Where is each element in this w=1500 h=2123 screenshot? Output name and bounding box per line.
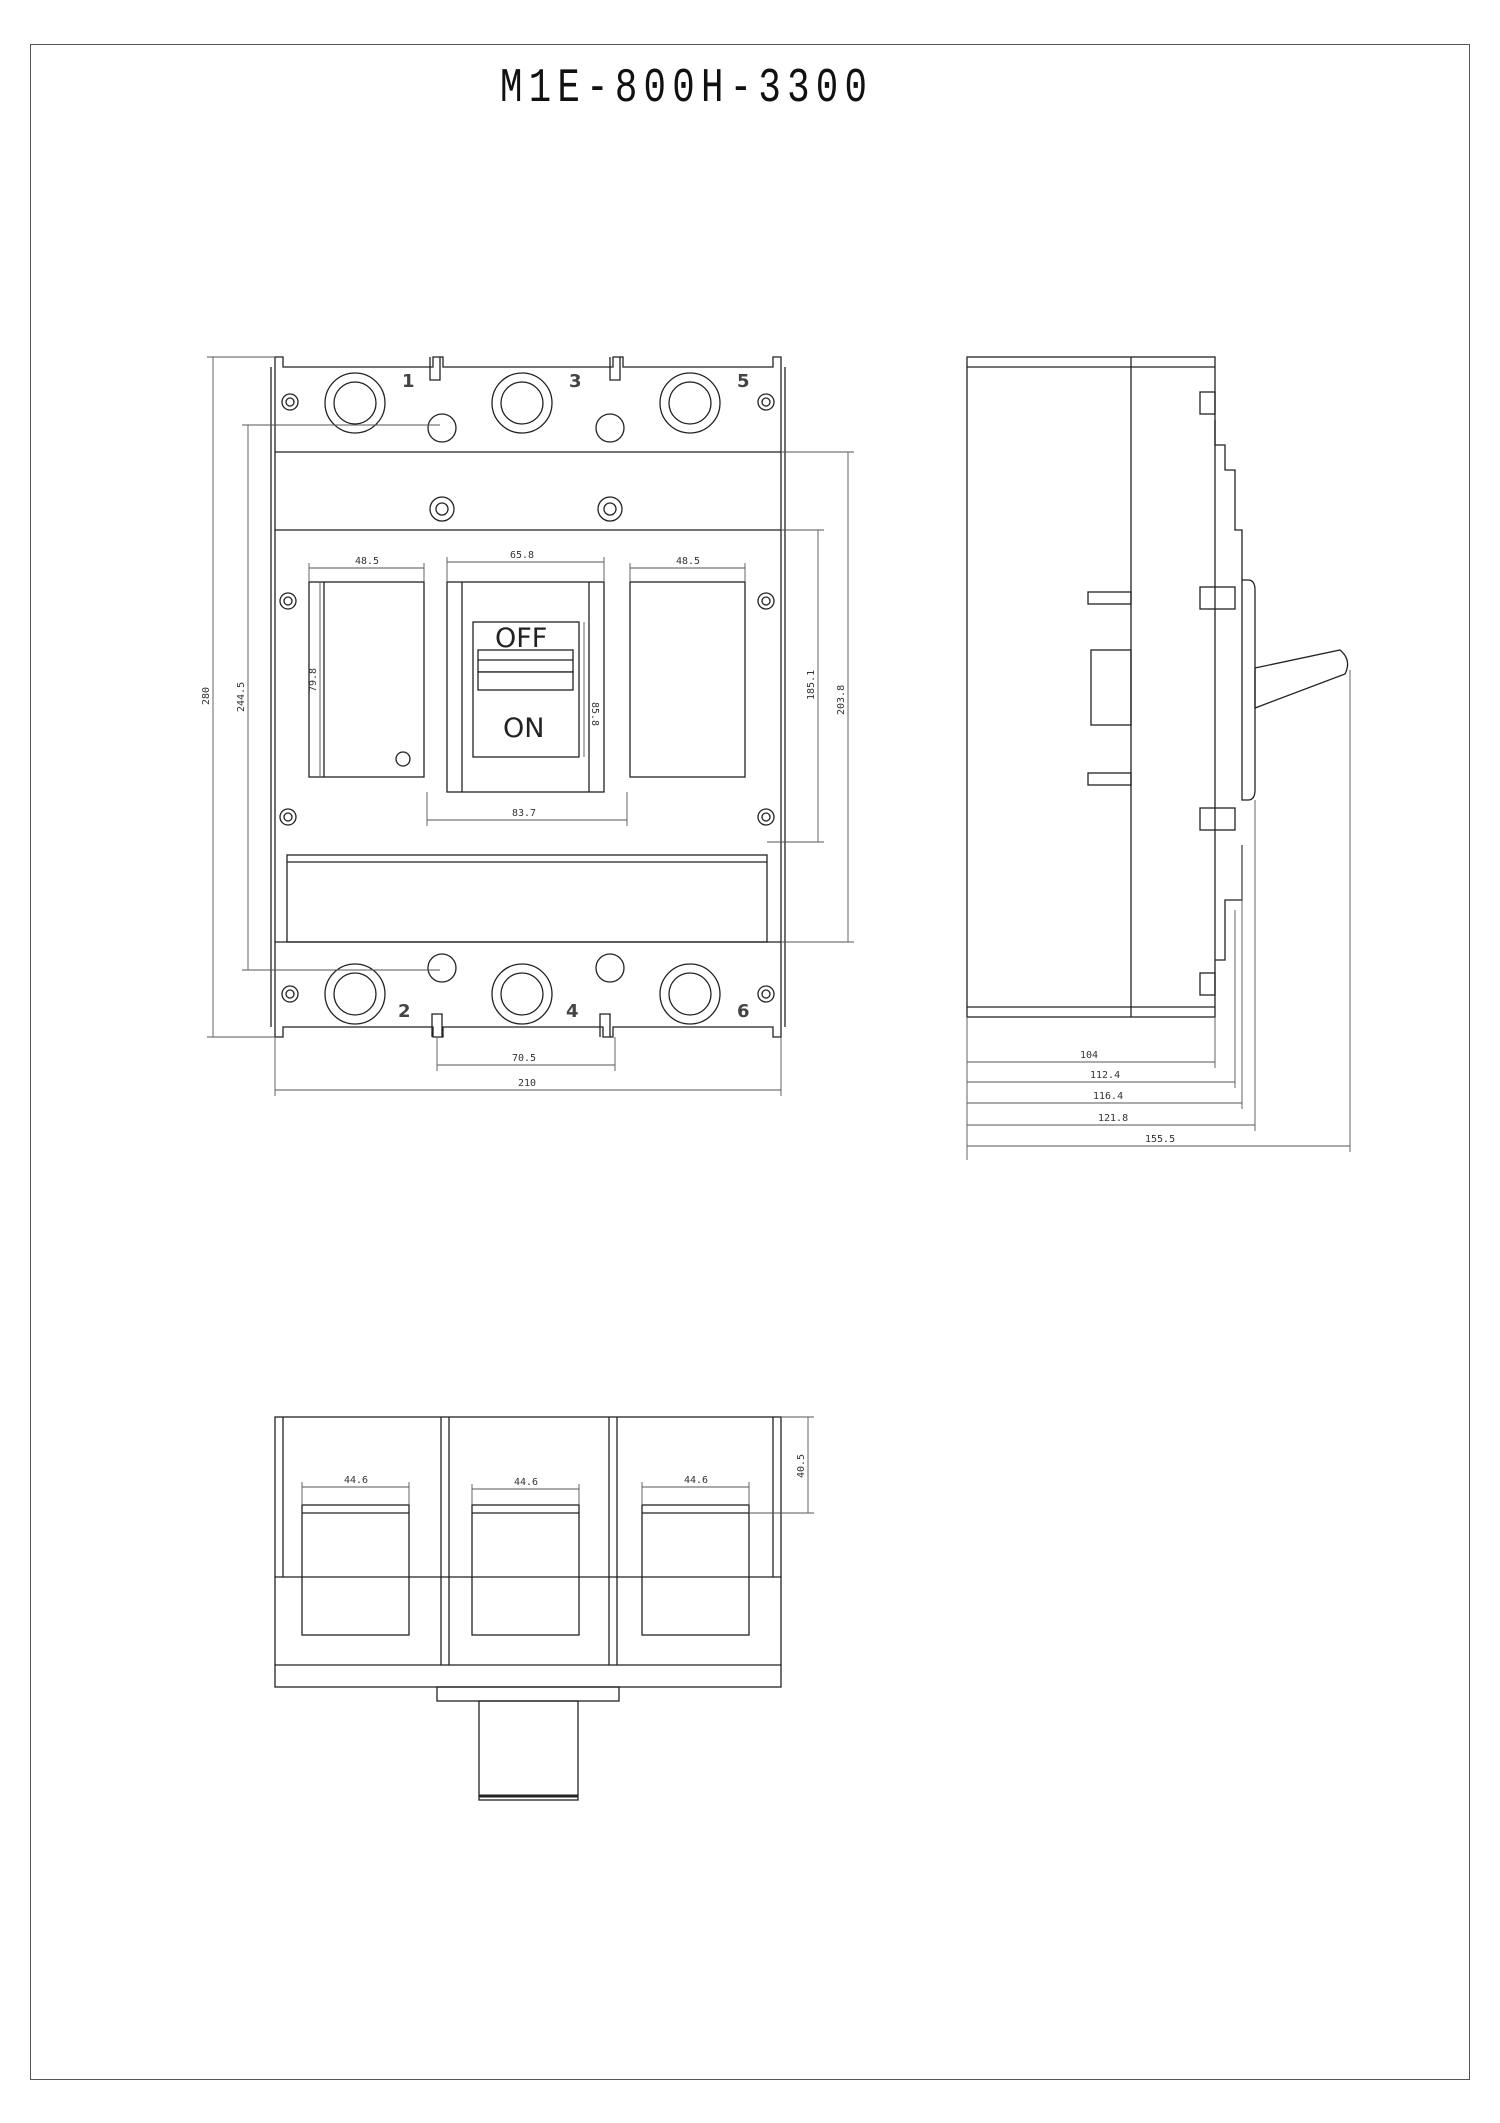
dim-mounting-height: 244.5	[236, 682, 247, 712]
switch-off-label: OFF	[495, 623, 547, 654]
dim-bottom-terminal-3: 44.6	[684, 1475, 708, 1486]
terminal-label-1: 1	[402, 371, 415, 392]
bottom-view	[274, 1416, 782, 1801]
dim-body-height: 203.8	[836, 685, 847, 715]
dim-handle-window-height: 85.8	[589, 702, 600, 726]
dim-side-121-8: 121.8	[1098, 1113, 1128, 1124]
drawing-title: M1E-800H-3300	[500, 62, 874, 116]
dim-left-window-height: 79.8	[308, 668, 319, 692]
left-window	[308, 581, 425, 778]
breaker-outline	[274, 356, 782, 1038]
dim-terminal-pitch: 70.5	[512, 1053, 536, 1064]
lower-cover	[286, 854, 768, 943]
front-dimensions	[207, 356, 854, 1096]
terminal-label-2: 2	[398, 1001, 411, 1022]
terminal-top-1	[324, 372, 386, 434]
dim-right-window-width: 48.5	[676, 556, 700, 567]
terminal-label-3: 3	[569, 371, 582, 392]
dim-bottom-terminal-2: 44.6	[514, 1477, 538, 1488]
dim-handle-frame-width: 83.7	[512, 808, 536, 819]
terminal-label-4: 4	[566, 1001, 579, 1022]
bottom-terminal-1	[301, 1504, 410, 1636]
bottom-body	[274, 1416, 782, 1688]
bottom-handle	[478, 1700, 579, 1801]
dim-center-window-width: 65.8	[510, 550, 534, 561]
bottom-terminal-2	[471, 1504, 580, 1636]
front-view	[270, 356, 786, 1038]
terminal-bottom-6	[659, 963, 721, 1025]
terminal-bottom-2	[324, 963, 386, 1025]
terminal-label-5: 5	[737, 371, 750, 392]
dim-bottom-terminal-1: 44.6	[344, 1475, 368, 1486]
dim-overall-height: 280	[201, 687, 212, 705]
dim-side-112-4: 112.4	[1090, 1070, 1120, 1081]
bottom-terminal-3	[641, 1504, 750, 1636]
dim-left-window-width: 48.5	[355, 556, 379, 567]
dim-side-155-5: 155.5	[1145, 1134, 1175, 1145]
side-body	[966, 356, 1216, 1018]
terminal-label-6: 6	[737, 1001, 750, 1022]
terminal-top-3	[491, 372, 553, 434]
handle-base	[1241, 579, 1256, 801]
dim-side-104: 104	[1080, 1050, 1098, 1061]
side-dimensions	[966, 670, 1351, 1160]
bottom-dimensions	[301, 1416, 814, 1514]
right-window	[629, 581, 746, 778]
dim-side-116-4: 116.4	[1093, 1091, 1123, 1102]
switch-on-label: ON	[503, 713, 544, 744]
side-view	[966, 356, 1349, 1018]
terminal-top-5	[659, 372, 721, 434]
switch-window	[472, 621, 580, 758]
terminal-bottom-4	[491, 963, 553, 1025]
handle-lever	[1254, 649, 1349, 709]
drawing-frame	[30, 44, 1470, 2080]
dim-overall-width: 210	[518, 1078, 536, 1089]
dim-bottom-terminal-depth: 40.5	[796, 1454, 807, 1478]
dim-cover-height: 185.1	[806, 670, 817, 700]
handle-frame	[446, 581, 605, 793]
